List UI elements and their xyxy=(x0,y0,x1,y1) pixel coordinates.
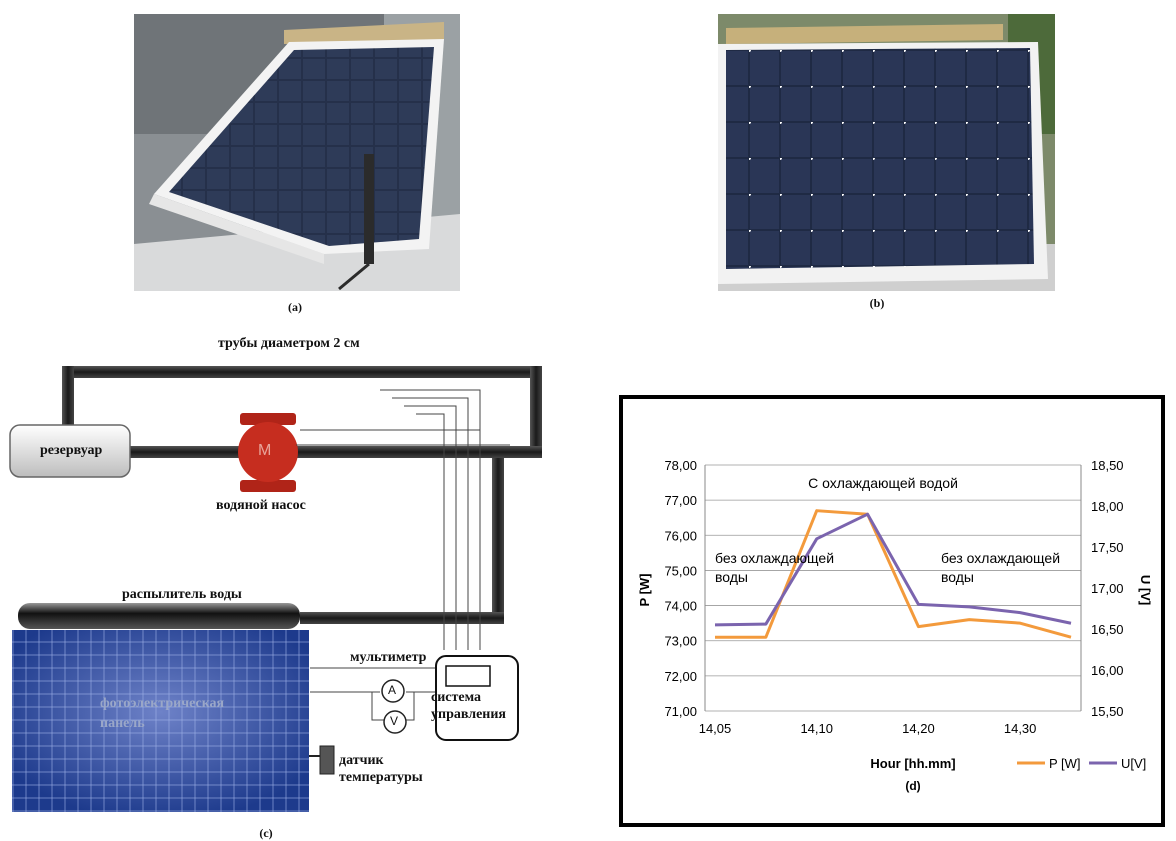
y-left-tick-label: 76,00 xyxy=(664,528,697,543)
y-right-tick-label: 18,50 xyxy=(1091,458,1124,473)
y-left-tick-label: 77,00 xyxy=(664,493,697,508)
annotation-left-line2: воды xyxy=(715,569,748,585)
chart-frame: 71,00 72,00 73,00 74,00 75,00 76,00 77,00 78,00… xyxy=(619,395,1165,827)
photo-a xyxy=(134,14,460,291)
power-voltage-chart: 71,00 72,00 73,00 74,00 75,00 76,00 77,00 78,00… xyxy=(637,458,1153,793)
pump-motor-symbol: M xyxy=(258,442,272,459)
y-right-tick-label: 17,50 xyxy=(1091,540,1124,555)
pipes-label: трубы диаметром 2 см xyxy=(218,336,360,351)
y-right-tick-label: 16,50 xyxy=(1091,622,1124,637)
x-axis-label: Hour [hh.mm] xyxy=(870,756,955,771)
tank-label: резервуар xyxy=(40,443,103,458)
y-right-tick-label: 16,00 xyxy=(1091,663,1124,678)
y-left-tick-label: 74,00 xyxy=(664,599,697,614)
annotation-right-line1: без охлаждающей xyxy=(941,550,1060,566)
chart-caption: (d) xyxy=(905,779,920,793)
diagram-graphics xyxy=(9,366,542,812)
chart-axes xyxy=(704,465,1082,711)
sprayer-label: распылитель воды xyxy=(122,587,242,602)
annotation-left-line1: без охлаждающей xyxy=(715,550,834,566)
solar-panel-photo-b xyxy=(718,14,1055,291)
y-left-tick-label: 72,00 xyxy=(664,669,697,684)
series-line-p xyxy=(715,509,1072,639)
photo-b xyxy=(718,14,1055,291)
x-tick-label: 14,20 xyxy=(902,721,935,736)
x-tick-label: 14,10 xyxy=(800,721,833,736)
voltmeter-icon: V xyxy=(390,714,399,728)
control-system-label: система управления xyxy=(431,690,507,722)
annotation-right-line2: воды xyxy=(941,569,974,585)
y-left-tick-label: 78,00 xyxy=(664,458,697,473)
chart-gridlines xyxy=(705,464,1081,712)
y-left-tick-label: 71,00 xyxy=(664,704,697,719)
photo-a-caption: (a) xyxy=(288,300,302,314)
photo-b-caption: (b) xyxy=(869,296,885,310)
legend-label-u: U[V] xyxy=(1121,756,1146,771)
diagram-caption: (c) xyxy=(259,826,273,840)
x-tick-label: 14,05 xyxy=(699,721,732,736)
chart-legend: P [W] U[V] xyxy=(1017,756,1146,771)
legend-label-p: P [W] xyxy=(1049,756,1081,771)
pv-panel-label: фотоэлектрическая панель xyxy=(100,696,225,731)
temperature-sensor-label: датчик температуры xyxy=(339,753,423,785)
y-right-tick-label: 18,00 xyxy=(1091,499,1124,514)
y-axis-right-label: U [V] xyxy=(1138,575,1153,605)
pump-label: водяной насос xyxy=(216,498,306,513)
system-diagram: трубы диаметром 2 см резервуар M водяной… xyxy=(0,330,600,841)
y-axis-left-label: P [W] xyxy=(637,574,652,607)
y-left-tick-label: 75,00 xyxy=(664,563,697,578)
ammeter-icon: A xyxy=(388,683,397,697)
y-right-tick-label: 17,00 xyxy=(1091,581,1124,596)
multimeter-label: мультиметр xyxy=(350,650,427,665)
annotation-middle: С охлаждающей водой xyxy=(808,475,958,491)
solar-panel-photo-a xyxy=(134,14,460,291)
y-right-tick-label: 15,50 xyxy=(1091,704,1124,719)
series-line-u xyxy=(714,512,1072,627)
y-left-tick-label: 73,00 xyxy=(664,634,697,649)
x-tick-label: 14,30 xyxy=(1004,721,1037,736)
